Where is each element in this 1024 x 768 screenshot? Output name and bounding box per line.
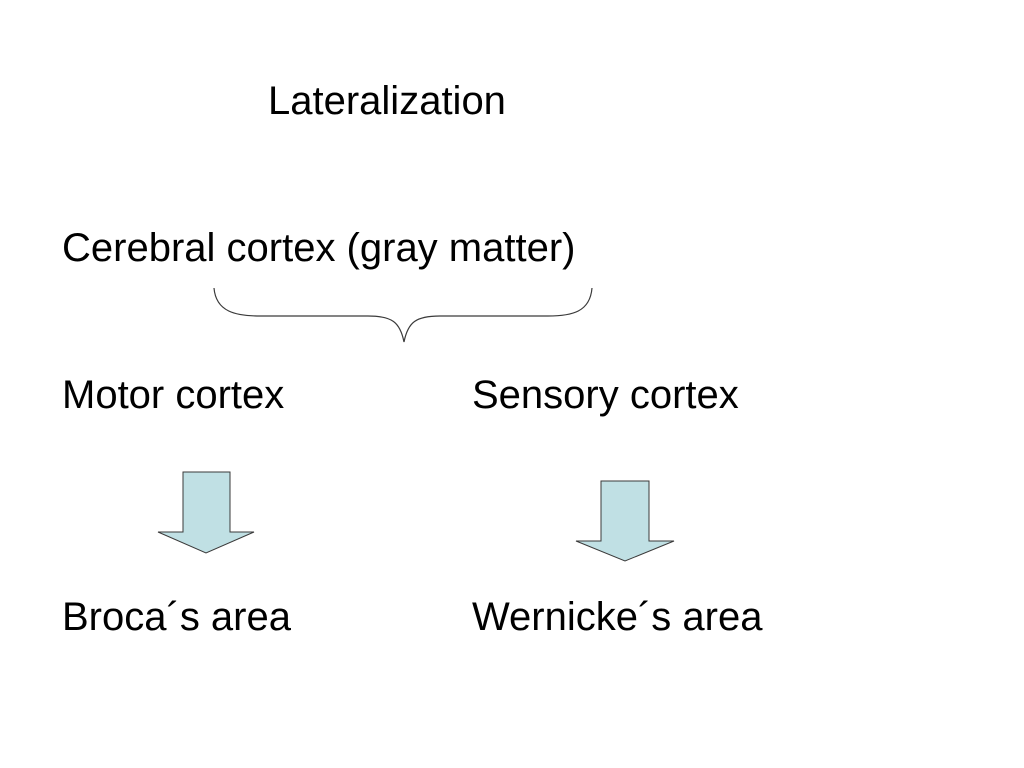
- result-brocas-area: Broca´s area: [62, 595, 291, 639]
- branch-sensory-cortex: Sensory cortex: [472, 373, 739, 417]
- branch-motor-cortex: Motor cortex: [62, 373, 285, 417]
- root-node-cerebral-cortex: Cerebral cortex (gray matter): [62, 226, 576, 270]
- slide-title: Lateralization: [268, 79, 506, 123]
- result-wernickes-area: Wernicke´s area: [472, 595, 763, 639]
